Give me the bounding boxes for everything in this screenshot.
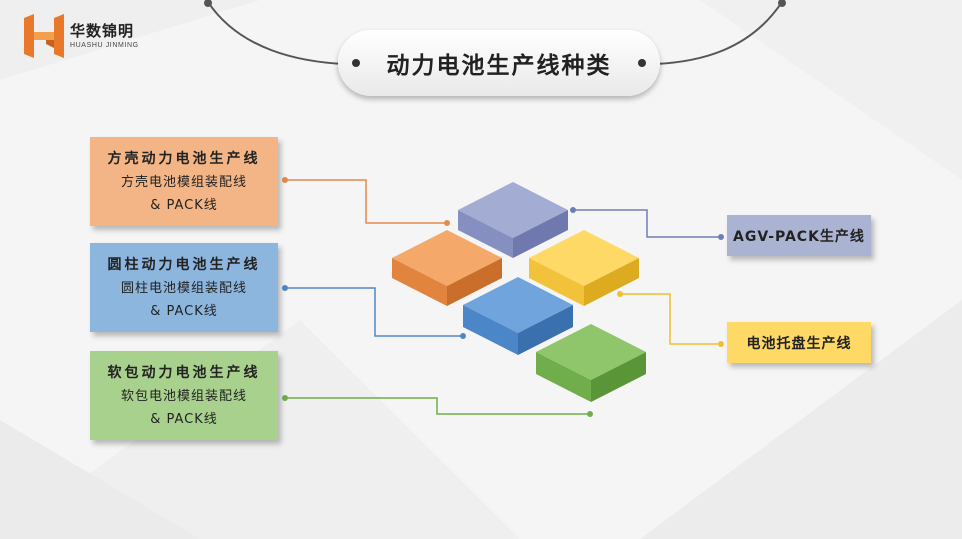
pouch-line-box: 软包动力电池生产线 软包电池模组装配线 & PACK线	[90, 351, 278, 440]
connector-dot-cylindrical-end	[460, 333, 466, 339]
connector-dot-tray-start	[617, 291, 623, 297]
agv-pack-line-label: AGV-PACK生产线	[733, 228, 865, 245]
block-green	[536, 324, 646, 402]
title-dot-right	[638, 59, 646, 67]
company-logo: 华数锦明 HUASHU JINMING	[24, 14, 154, 60]
block-purple	[458, 182, 568, 258]
prismatic-line-box: 方壳动力电池生产线 方壳电池模组装配线 & PACK线	[90, 137, 278, 226]
logo-mark-icon	[24, 14, 64, 58]
connector-dot-tray-end	[718, 341, 724, 347]
title-dot-left	[352, 59, 360, 67]
connector-dot-pouch-end	[587, 411, 593, 417]
cylindrical-line-box: 圆柱动力电池生产线 圆柱电池模组装配线 & PACK线	[90, 243, 278, 332]
battery-tray-line-box: 电池托盘生产线	[727, 322, 871, 363]
prismatic-line-pack: & PACK线	[150, 197, 218, 213]
prismatic-line-subtitle: 方壳电池模组装配线	[120, 174, 247, 190]
connector-dot-pouch-start	[282, 395, 288, 401]
connector-dot-prismatic-start	[282, 177, 288, 183]
connector-dot-prismatic-end	[444, 220, 450, 226]
connector-dot-agv-start	[570, 207, 576, 213]
block-blue	[463, 277, 573, 355]
logo-name-cn: 华数锦明	[70, 22, 135, 40]
title-banner: 动力电池生产线种类	[338, 30, 660, 96]
connector-line-tray	[620, 293, 721, 345]
connector-line-prismatic	[285, 179, 447, 224]
battery-tray-line-label: 电池托盘生产线	[746, 335, 852, 352]
cylindrical-line-pack: & PACK线	[150, 303, 218, 319]
connector-dot-agv-end	[718, 234, 724, 240]
connector-line-cylindrical	[285, 287, 463, 337]
cylindrical-line-subtitle: 圆柱电池模组装配线	[120, 280, 247, 296]
pouch-line-title: 软包动力电池生产线	[107, 364, 261, 381]
connector-line-pouch	[285, 397, 590, 415]
page-title: 动力电池生产线种类	[386, 53, 612, 79]
connector-dot-cylindrical-start	[282, 285, 288, 291]
block-yellow	[529, 230, 639, 306]
pouch-line-pack: & PACK线	[150, 411, 218, 427]
cylindrical-line-title: 圆柱动力电池生产线	[107, 256, 261, 273]
pouch-line-subtitle: 软包电池模组装配线	[120, 388, 247, 404]
connector-line-agv	[573, 209, 721, 238]
agv-pack-line-box: AGV-PACK生产线	[727, 215, 871, 256]
logo-name-en: HUASHU JINMING	[70, 42, 139, 49]
block-orange	[392, 230, 502, 306]
prismatic-line-title: 方壳动力电池生产线	[107, 150, 261, 167]
